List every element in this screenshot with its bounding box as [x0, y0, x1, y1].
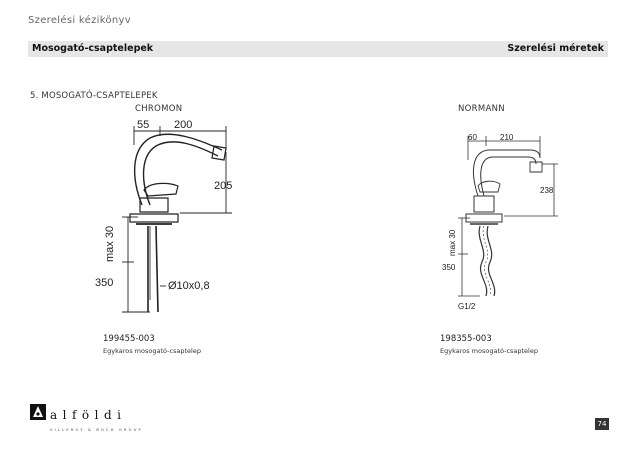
normann-dim-thread: G1/2: [458, 302, 476, 311]
section-title: 5. MOSOGATÓ-CSAPTELEPEK: [30, 91, 158, 101]
product-desc-normann: Egykaros mosogató-csaptelep: [440, 347, 538, 355]
chromon-dim-top-large: 200: [174, 119, 193, 131]
chapter-title: Mosogató-csaptelepek: [32, 43, 154, 54]
normann-dimension-lines: [458, 136, 558, 297]
document-title: Szerelési kézikönyv: [28, 15, 131, 26]
page-number: 74: [595, 418, 609, 430]
normann-dim-top-large: 210: [500, 133, 514, 142]
chromon-dim-depth: 350: [95, 277, 114, 289]
normann-dim-height: 238: [540, 186, 554, 195]
chromon-dim-hose: Ø10x0,8: [168, 280, 210, 292]
product-desc-chromon: Egykaros mosogató-csaptelep: [103, 347, 201, 355]
chromon-dim-height: 205: [214, 180, 233, 192]
logo-wordmark: alföldi: [50, 408, 127, 422]
product-name-chromon: CHROMON: [135, 104, 183, 114]
chromon-dim-max: max 30: [104, 225, 116, 262]
header-bar: [28, 41, 608, 57]
normann-dim-depth: 350: [442, 263, 456, 272]
normann-dim-top-small: 60: [468, 133, 477, 142]
normann-dim-max: max 30: [448, 229, 457, 256]
chromon-dim-top-small: 55: [137, 119, 150, 131]
chromon-dimension-lines: [122, 126, 232, 313]
normann-faucet-drawing: [465, 149, 543, 297]
chromon-faucet-drawing: [129, 133, 227, 313]
chapter-subtitle: Szerelési méretek: [507, 43, 604, 54]
product-name-normann: NORMANN: [458, 104, 505, 114]
product-code-chromon: 199455-003: [103, 334, 155, 344]
product-code-normann: 198355-003: [440, 334, 492, 344]
alfoldi-logo-mark: [30, 404, 46, 420]
logo-tagline: villeroy & boch group: [50, 428, 143, 432]
